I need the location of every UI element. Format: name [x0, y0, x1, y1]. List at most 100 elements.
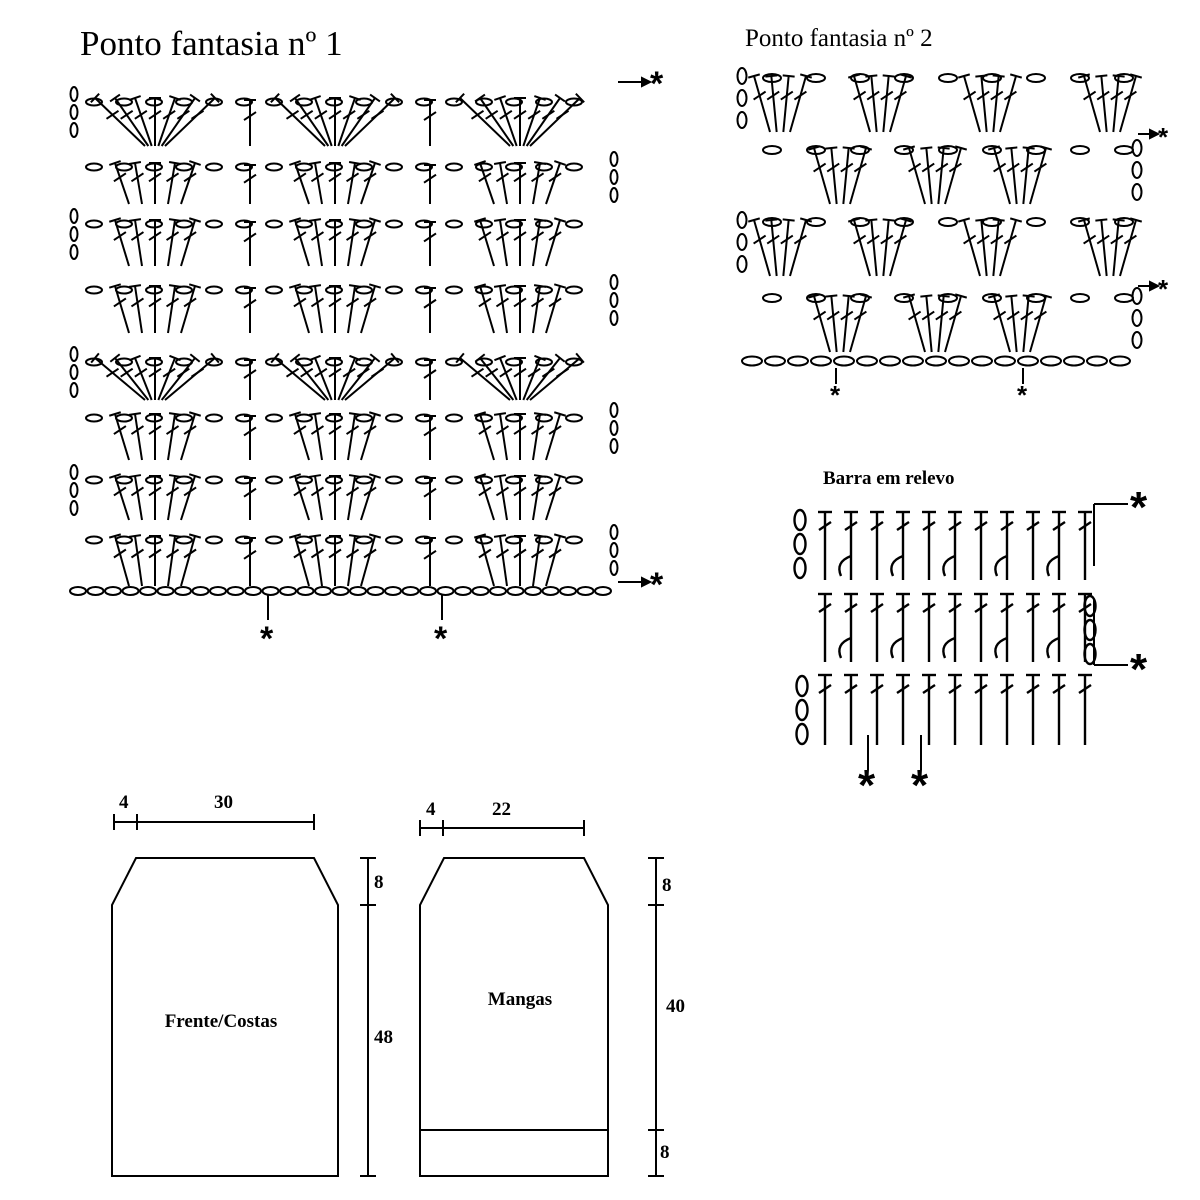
chain-stitch	[565, 97, 583, 107]
chain-stitch	[609, 274, 619, 290]
stitch-crossbar	[844, 521, 858, 531]
sleeve-dim-top: 22	[492, 799, 511, 820]
stitch-cap	[308, 534, 322, 538]
chain-stitch	[445, 285, 463, 295]
relief-hook	[994, 554, 1008, 577]
stitch-crossbar	[513, 486, 527, 497]
stitch-cap	[368, 217, 382, 223]
stitch-cap	[455, 92, 465, 104]
treble-stitch	[545, 285, 561, 334]
stitch-crossbar	[190, 367, 205, 378]
stitch-crossbar	[120, 367, 134, 378]
chain-stitch	[175, 219, 193, 229]
chain-stitch	[471, 586, 490, 596]
chain-stitch	[265, 475, 283, 485]
stitch-crossbar	[293, 425, 307, 435]
stitch-cap	[288, 283, 302, 289]
relief-hook	[994, 636, 1008, 659]
stitch-crossbar	[870, 521, 884, 531]
treble-stitch	[499, 285, 508, 334]
chain-stitch	[475, 285, 493, 295]
treble-stitch	[545, 219, 561, 267]
stitch-cap	[188, 160, 202, 166]
treble-stitch	[753, 219, 771, 277]
treble-stitch	[347, 285, 356, 334]
stitch-crossbar	[948, 162, 962, 173]
stitch-cap	[882, 218, 895, 222]
treble-stitch	[993, 295, 1011, 353]
stitch-crossbar	[243, 173, 257, 184]
stitch-cap	[128, 534, 142, 538]
stitch-crossbar	[555, 367, 570, 378]
treble-stitch	[925, 295, 933, 353]
stitch-crossbar	[922, 603, 936, 613]
treble-stitch	[180, 413, 196, 461]
treble-stitch	[337, 97, 356, 147]
stitch-cap	[902, 145, 916, 151]
stitch-cap	[189, 93, 201, 103]
chain-stitch	[810, 355, 832, 367]
chain-stitch	[856, 355, 878, 367]
stitch-cap	[288, 217, 302, 223]
chain-stitch	[938, 293, 958, 303]
treble-stitch	[782, 75, 790, 133]
treble-stitch	[545, 535, 561, 587]
stitch-crossbar	[113, 172, 127, 183]
chart1-star-bottom: *	[650, 566, 664, 604]
stitch-crossbar	[470, 367, 485, 378]
stitch-cap	[533, 284, 547, 288]
chain-stitch	[736, 211, 748, 229]
chain-stitch	[541, 586, 560, 596]
treble-stitch	[134, 475, 143, 521]
treble-stitch	[157, 357, 176, 401]
chain-stitch	[506, 586, 525, 596]
chart2-star: *	[1158, 122, 1169, 152]
treble-stitch	[347, 475, 356, 521]
stitch-cap	[368, 411, 382, 417]
stitch-crossbar	[293, 548, 307, 559]
stitch-crossbar	[513, 109, 527, 120]
chain-stitch	[436, 586, 455, 596]
treble-stitch	[114, 475, 130, 521]
stitch-crossbar	[880, 234, 894, 245]
treble-stitch	[525, 97, 561, 147]
stitch-cap	[534, 354, 546, 362]
stitch-crossbar	[105, 109, 120, 120]
chain-stitch	[609, 310, 619, 326]
chart3-star-base: *	[858, 761, 876, 810]
stitch-crossbar	[1078, 521, 1092, 531]
stitch-crossbar	[113, 231, 127, 241]
chain-stitch	[454, 586, 472, 596]
treble-stitch	[164, 357, 216, 401]
stitch-cap	[368, 283, 382, 289]
treble-stitch	[114, 357, 150, 401]
arrow-head	[1149, 128, 1161, 140]
stitch-cap	[348, 534, 362, 538]
treble-stitch	[525, 357, 561, 401]
chain-stitch	[565, 535, 583, 545]
stitch-crossbar	[134, 109, 148, 120]
stitch-crossbar	[853, 310, 867, 321]
stitch-crossbar	[990, 90, 1004, 101]
stitch-crossbar	[293, 231, 307, 241]
stitch-cap	[168, 412, 182, 416]
stitch-cap	[553, 283, 567, 289]
stitch-crossbar	[130, 231, 145, 241]
treble-stitch	[167, 413, 176, 461]
stitch-crossbar	[148, 425, 162, 435]
chain-stitch	[1131, 287, 1143, 305]
chain-stitch	[833, 355, 855, 367]
stitch-crossbar	[1078, 603, 1092, 613]
stitch-cap	[368, 473, 382, 479]
front-dim-side: 4	[119, 792, 129, 813]
stitch-cap	[210, 352, 220, 364]
stitch-crossbar	[866, 90, 880, 101]
stitch-cap	[169, 95, 181, 101]
stitch-cap	[1022, 294, 1035, 298]
chain-stitch	[902, 355, 924, 367]
chain-stitch	[174, 586, 192, 596]
stitch-crossbar	[285, 367, 300, 378]
chain-stitch	[1070, 145, 1090, 155]
stitch-crossbar	[893, 90, 907, 101]
arrow-head	[641, 76, 653, 88]
